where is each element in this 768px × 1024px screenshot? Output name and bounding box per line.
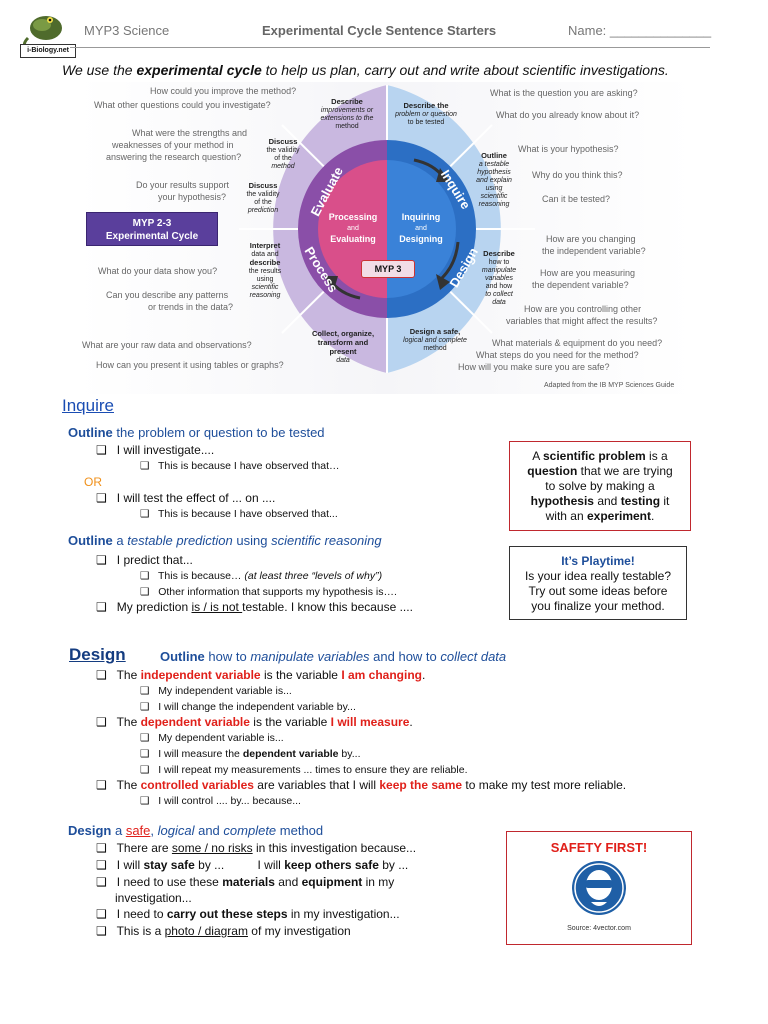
safety-box: SAFETY FIRST! Source: 4vector.com xyxy=(506,831,692,945)
list-item: ❑ My dependent variable is... xyxy=(140,732,284,744)
safety-title: SAFETY FIRST! xyxy=(550,840,648,855)
question-right: What do you already know about it? xyxy=(496,110,640,120)
question-left: How could you improve the method? xyxy=(150,86,297,96)
diagram-credit: Adapted from the IB MYP Sciences Guide xyxy=(544,382,675,389)
list-item: ❑ I will investigate.... xyxy=(96,443,215,457)
question-left: weaknesses of your method in xyxy=(112,140,234,150)
list-item: ❑ I will change the independent variable… xyxy=(140,701,356,713)
question-right: What materials & equipment do you need? xyxy=(492,338,663,348)
list-item: ❑ The independent variable is the variab… xyxy=(96,668,426,682)
list-item: ❑ Other information that supports my hyp… xyxy=(140,586,397,598)
cycle-diagram: Evaluate Inquire Process Design Processi… xyxy=(78,82,692,394)
list-item: ❑ I need to carry out these steps in my … xyxy=(96,907,400,921)
list-item: ❑ I will stay safe by ... I will keep ot… xyxy=(96,858,409,872)
outline-variables: Outline how to manipulate variables and … xyxy=(160,649,507,664)
question-right: Why do you think this? xyxy=(532,170,623,180)
list-item: ❑ There are some / no risks in this inve… xyxy=(96,841,417,855)
list-item: ❑ The dependent variable is the variable… xyxy=(96,715,413,729)
name-field[interactable]: Name: ______________ xyxy=(568,23,712,38)
course-label: MYP3 Science xyxy=(84,23,170,38)
safety-goggles-icon xyxy=(572,861,626,915)
question-right: What is your hypothesis? xyxy=(518,144,619,154)
list-item: ❑ This is because… (at least three “leve… xyxy=(140,570,383,582)
header-divider xyxy=(70,47,710,48)
list-item: ❑ The controlled variables are variables… xyxy=(96,778,627,792)
page-title: Experimental Cycle Sentence Starters xyxy=(262,23,497,38)
question-left: Do your results support xyxy=(136,180,230,190)
question-right: What is the question you are asking? xyxy=(490,88,638,98)
list-item: ❑ I will control .... by... because... xyxy=(140,795,301,807)
question-right: the independent variable? xyxy=(542,246,646,256)
design-method-heading: Design a safe, logical and complete meth… xyxy=(68,823,324,838)
question-left: your hypothesis? xyxy=(158,192,227,202)
question-left: What other questions could you investiga… xyxy=(94,100,271,110)
question-right: How are you controlling other xyxy=(524,304,642,314)
question-left: How can you present it using tables or g… xyxy=(96,360,284,370)
outline-prediction: Outline a testable prediction using scie… xyxy=(68,533,382,548)
playtime-box: It’s Playtime! Is your idea really testa… xyxy=(509,546,687,620)
section-heading-design: Design xyxy=(69,645,126,664)
list-item: ❑ I predict that... xyxy=(96,553,193,567)
question-left: answering the research question? xyxy=(106,152,242,162)
question-left: What do your data show you? xyxy=(98,266,218,276)
list-item: ❑ I will repeat my measurements ... time… xyxy=(140,764,468,776)
center-badge: MYP 3 xyxy=(361,260,415,278)
question-right: How are you measuring xyxy=(540,268,636,278)
question-left: Can you describe any patterns xyxy=(106,290,229,300)
question-right: the dependent variable? xyxy=(532,280,629,290)
question-left: What are your raw data and observations? xyxy=(82,340,252,350)
list-item: ❑ This is because I have observed that… xyxy=(140,460,340,472)
list-item: ❑ My independent variable is... xyxy=(140,685,292,697)
question-right: variables that might affect the results? xyxy=(506,316,658,326)
list-item-continuation: investigation... xyxy=(115,891,192,905)
question-right: How are you changing xyxy=(546,234,636,244)
list-item: ❑ I need to use these materials and equi… xyxy=(96,875,395,889)
scientific-problem-box: A scientific problem is a question that … xyxy=(509,441,691,531)
list-item: ❑ I will measure the dependent variable … xyxy=(140,748,361,760)
outline-problem: Outline the problem or question to be te… xyxy=(68,425,325,440)
safety-source: Source: 4vector.com xyxy=(567,925,631,932)
logo: i-Biology.net xyxy=(20,8,76,58)
question-left: What were the strengths and xyxy=(132,128,248,138)
list-item: ❑ This is because I have observed that..… xyxy=(140,508,338,520)
list-item: ❑ This is a photo / diagram of my invest… xyxy=(96,924,351,938)
list-item: ❑ My prediction is / is not testable. I … xyxy=(96,600,413,614)
question-right: What steps do you need for the method? xyxy=(476,350,639,360)
list-item: ❑ I will test the effect of ... on .... xyxy=(96,491,276,505)
question-left: or trends in the data? xyxy=(148,302,234,312)
lizard-icon xyxy=(22,16,62,50)
logo-text: i-Biology.net xyxy=(20,44,76,58)
question-right: How will you make sure you are safe? xyxy=(458,362,610,372)
or-label: OR xyxy=(84,475,102,489)
intro-text: We use the experimental cycle to help us… xyxy=(62,62,669,78)
question-right: Can it be tested? xyxy=(542,194,611,204)
section-heading-inquire: Inquire xyxy=(62,396,114,415)
